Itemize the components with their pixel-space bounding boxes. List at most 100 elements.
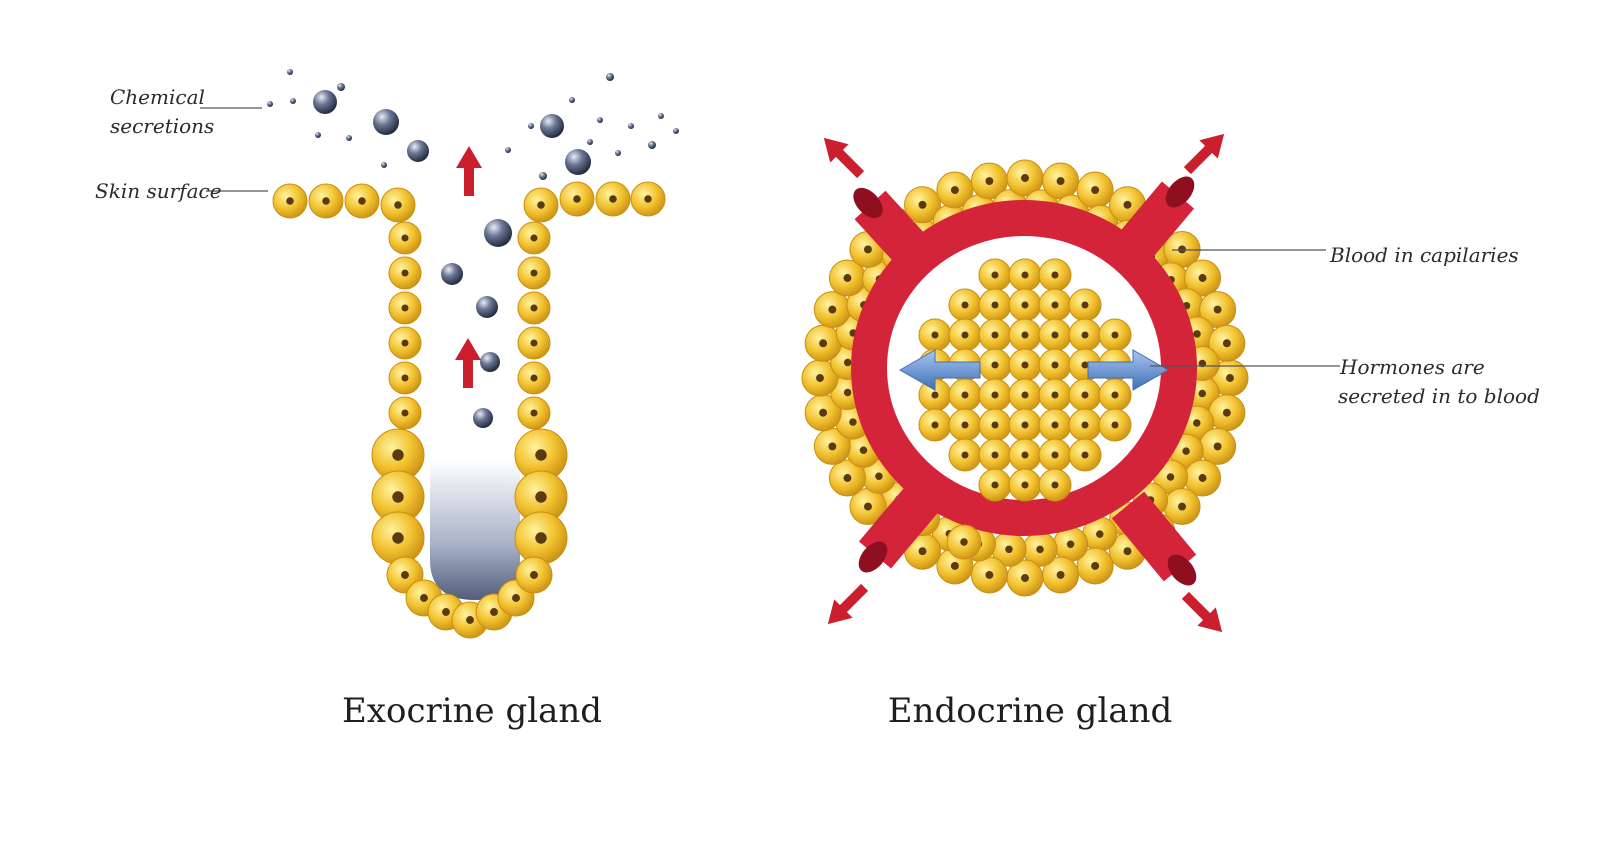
duct-cell [517,256,551,290]
secretion-droplet [315,132,321,138]
hormones-label-line2: secreted in to blood [1338,384,1540,408]
endocrine-cell [970,162,1008,200]
skin-cell [380,187,416,223]
secretion-droplet [373,109,399,135]
endocrine-cell [948,318,982,352]
secretion-droplet [476,296,498,318]
endocrine-cell [828,259,866,297]
secretion-arrow-upper [456,146,482,196]
skin-cell [523,187,559,223]
secretion-droplet [615,150,621,156]
secretory-cell [371,470,425,524]
secretion-droplet [606,73,614,81]
endocrine-cell [1098,408,1132,442]
secretion-droplet [313,90,337,114]
endocrine-cell [1199,291,1237,329]
endocrine-cell [1199,427,1237,465]
endocrine-cell [828,459,866,497]
secretion-droplet [673,128,679,134]
duct-cell [517,396,551,430]
outflow-arrow-bottom-left [827,583,869,625]
endocrine-cell [946,524,982,560]
duct-cell [517,326,551,360]
secretion-droplet [539,172,547,180]
endocrine-cell [978,318,1012,352]
endocrine-cell [948,288,982,322]
secretory-cell [514,470,568,524]
endocrine-caption: Endocrine gland [888,691,1173,731]
blood-label: Blood in capilaries [1329,243,1519,267]
endocrine-cell [1008,468,1042,502]
endocrine-cell [1038,318,1072,352]
outflow-arrow-bottom-right [1181,591,1223,633]
endocrine-cell [1008,438,1042,472]
endocrine-cell [978,288,1012,322]
secretion-droplet [480,352,500,372]
secretion-droplet [540,114,564,138]
hormone-arrow-right [1087,349,1170,391]
endocrine-cell [1068,318,1102,352]
duct-cell [388,361,422,395]
endocrine-cell [904,186,941,224]
secretion-droplet [505,147,511,153]
secretion-droplet [407,140,429,162]
exocrine-cells [272,181,666,639]
endocrine-cell [1038,348,1072,382]
secretion-arrow-lower [455,338,481,388]
endocrine-cell [804,324,842,362]
endocrine-cell [948,438,982,472]
skin-cell [595,181,631,217]
secretion-droplet [337,83,345,91]
secretion-droplet [628,123,634,129]
secretion-droplet [528,123,534,129]
secretion-droplet [587,139,593,145]
secretion-droplet [473,408,493,428]
endocrine-cell [978,378,1012,412]
secretion-droplet [290,98,296,104]
endocrine-cell [1076,547,1114,585]
skin-cell [308,183,344,219]
endocrine-cell [918,318,952,352]
endocrine-cell [1008,408,1042,442]
blood-capillaries [851,176,1197,586]
endocrine-cell [1068,438,1102,472]
endocrine-cell [1208,324,1246,362]
secretory-cell [371,511,425,565]
secretion-droplet [441,263,463,285]
endocrine-cell [1008,288,1042,322]
secretions-label-line1: Chemical [110,85,205,109]
endocrine-cell [978,438,1012,472]
duct-cell [388,326,422,360]
endocrine-cell [1008,318,1042,352]
endocrine-cell [813,291,851,329]
endocrine-cell [1008,258,1042,292]
exocrine-caption: Exocrine gland [342,691,602,731]
endocrine-cell [1038,378,1072,412]
endocrine-cell [978,258,1012,292]
skin-cell [630,181,666,217]
capillary-ring [851,200,1197,536]
secretions-label-line2: secretions [110,114,214,138]
endocrine-cell [1208,394,1246,432]
endocrine-cell [1068,288,1102,322]
duct-cell [388,256,422,290]
endocrine-cell [948,378,982,412]
skin-cell [344,183,380,219]
skin-surface-label: Skin surface [95,179,222,203]
endocrine-cell [1038,288,1072,322]
secretion-droplet [565,149,591,175]
secretion-droplet [287,69,293,75]
secretion-droplet [381,162,387,168]
endocrine-inner-cells [918,258,1132,560]
duct-cell [517,361,551,395]
endocrine-cell [918,408,952,442]
endocrine-cell [978,408,1012,442]
endocrine-cell [1068,408,1102,442]
duct-cell [517,291,551,325]
secretion-droplet [658,113,664,119]
endocrine-cell [948,408,982,442]
hormones-label-line1: Hormones are [1339,355,1485,379]
secretion-droplet [597,117,603,123]
outflow-arrow-top-left [823,137,865,179]
